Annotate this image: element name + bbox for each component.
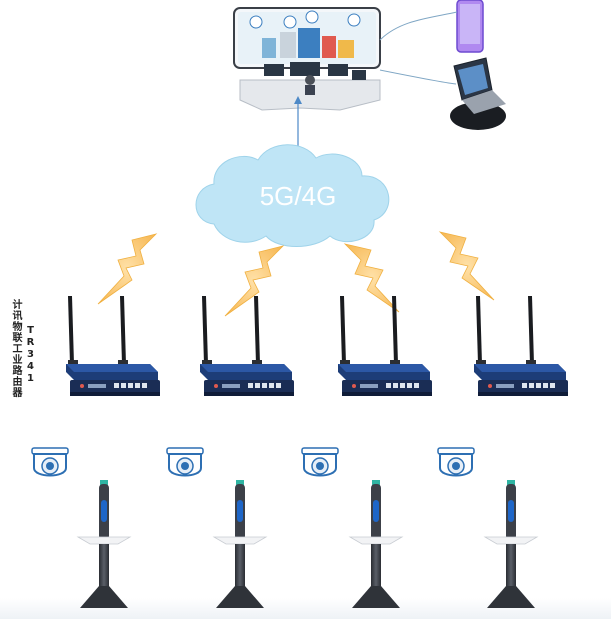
router-model-label: TR341 xyxy=(26,325,37,384)
monitoring-pole-icon xyxy=(76,480,132,608)
lightning-icon xyxy=(97,233,158,305)
router-icon xyxy=(66,296,160,396)
lightning-icon xyxy=(224,245,285,317)
cloud-icon: 5G/4G xyxy=(195,144,390,247)
cloud-label: 5G/4G xyxy=(260,181,337,211)
lightning-icon xyxy=(438,231,495,301)
router-icon xyxy=(338,296,432,396)
monitoring-poles xyxy=(76,480,539,608)
router-icon xyxy=(200,296,294,396)
lightning-bolts xyxy=(97,231,495,317)
laptop-icon xyxy=(450,57,506,130)
monitoring-pole-icon xyxy=(483,480,539,608)
lightning-icon xyxy=(343,243,400,313)
camera-icon xyxy=(166,447,204,477)
phone-icon xyxy=(456,0,484,53)
camera-icon xyxy=(31,447,69,477)
cameras xyxy=(31,447,475,477)
camera-icon xyxy=(437,447,475,477)
router-label-cn: 计讯物联工业路由器 xyxy=(12,300,23,399)
router-icon xyxy=(474,296,568,396)
monitoring-pole-icon xyxy=(348,480,404,608)
camera-icon xyxy=(301,447,339,477)
routers xyxy=(66,296,568,396)
monitoring-pole-icon xyxy=(212,480,268,608)
monitoring-center-icon xyxy=(233,7,381,111)
